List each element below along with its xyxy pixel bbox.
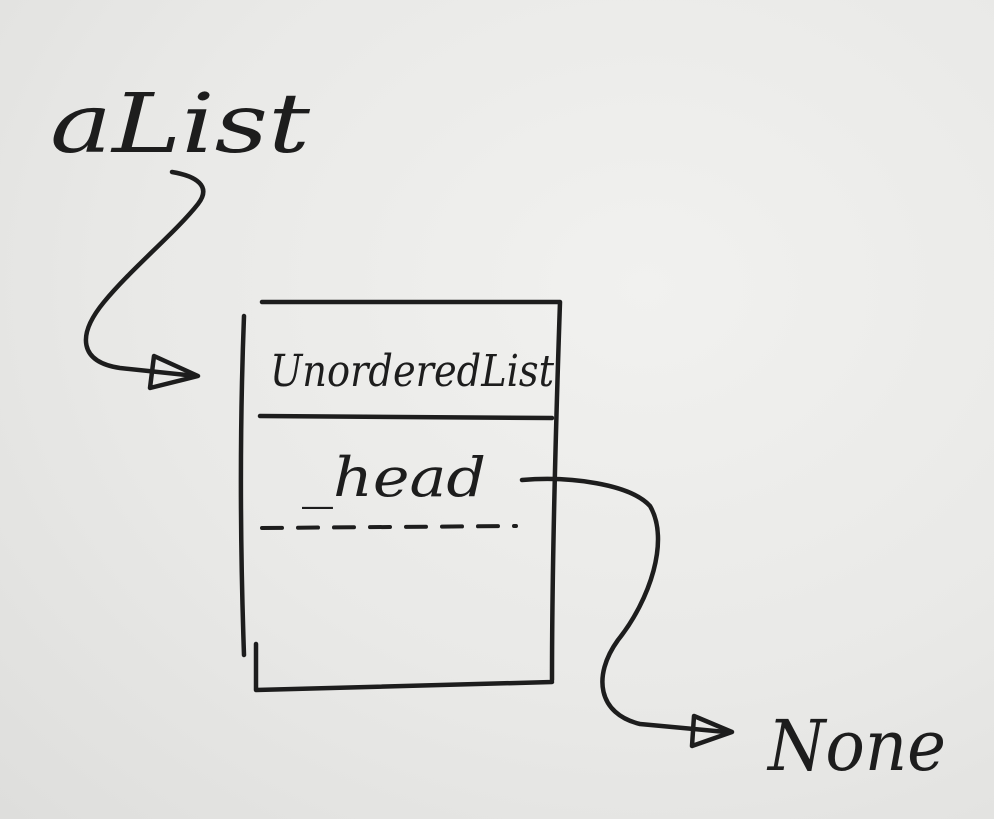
object-box (238, 299, 563, 693)
class-divider (257, 413, 555, 421)
head-reference-arrow (519, 476, 729, 735)
class-name-label: UnorderedList (270, 346, 554, 397)
field-name-label: _head (302, 446, 486, 509)
field-separator (260, 524, 518, 530)
head-reference-arrowhead (689, 713, 735, 749)
variable-reference-arrow (83, 169, 206, 379)
variable-label: aList (50, 77, 311, 172)
variable-reference-arrowhead (147, 353, 201, 391)
none-value-label: None (766, 705, 946, 787)
